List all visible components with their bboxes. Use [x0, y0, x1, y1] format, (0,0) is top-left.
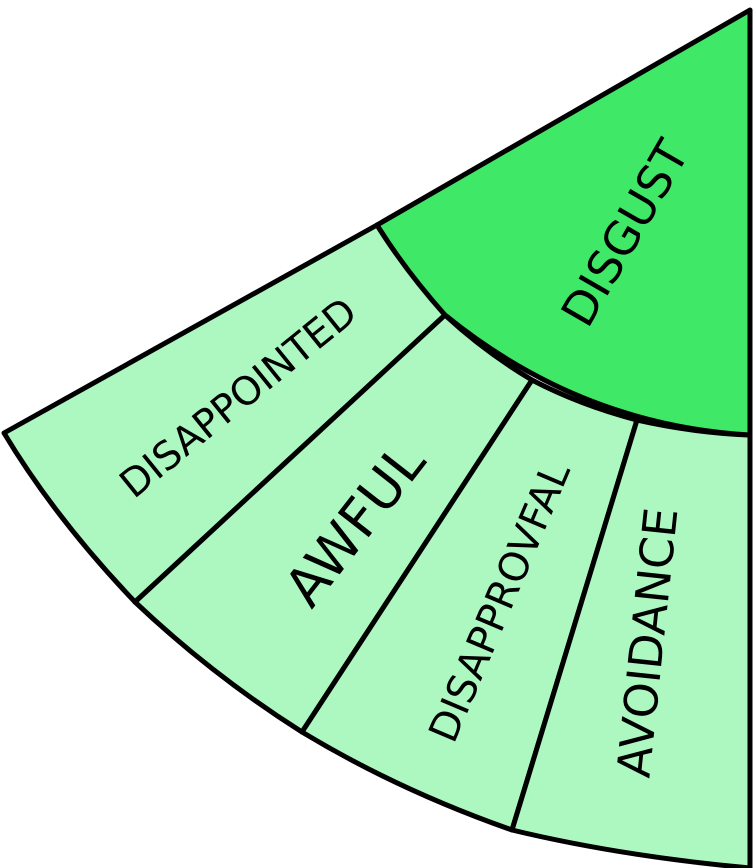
sector-disgust [374, 7, 753, 438]
sector-disapprovfal [299, 377, 640, 833]
